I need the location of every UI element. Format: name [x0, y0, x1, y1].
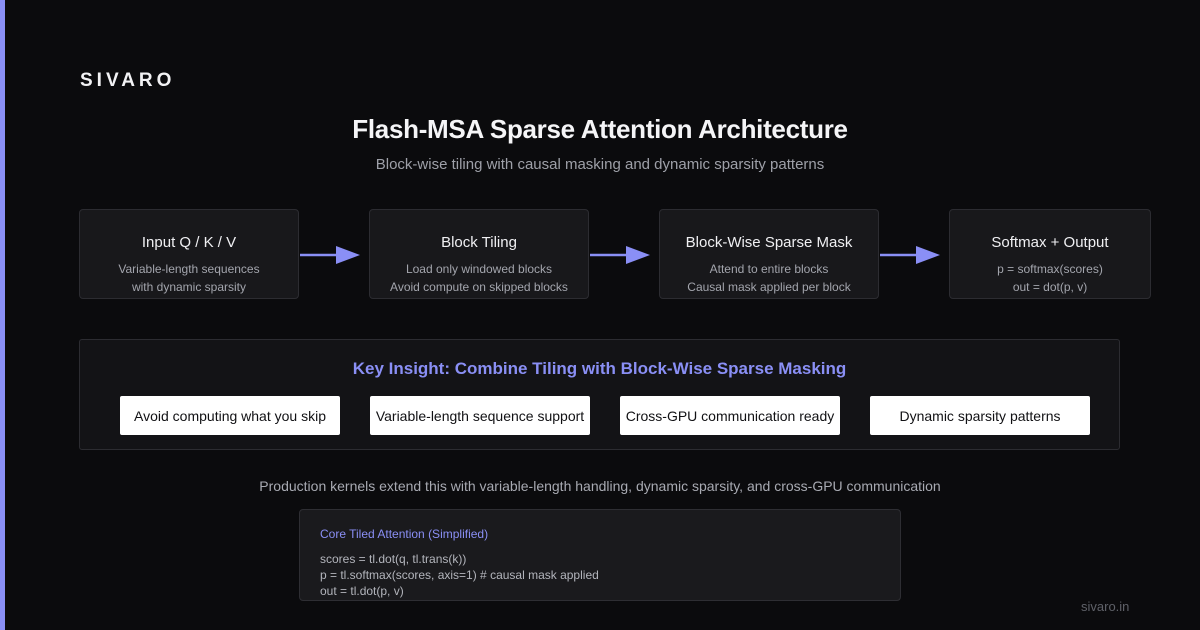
stage-desc-line: Load only windowed blocks: [405, 262, 553, 276]
stage-description: Load only windowed blocks Avoid compute …: [370, 260, 588, 296]
stage-desc-line: Attend to entire blocks: [709, 262, 829, 276]
code-line: p = tl.softmax(scores, axis=1) # causal …: [320, 568, 599, 582]
stage-description: Attend to entire blocks Causal mask appl…: [660, 260, 878, 296]
stage-softmax-output: Softmax + Output p = softmax(scores) out…: [949, 209, 1151, 299]
code-title: Core Tiled Attention (Simplified): [320, 527, 489, 541]
arrow-right-icon: [880, 246, 940, 264]
stage-block-tiling: Block Tiling Load only windowed blocks A…: [369, 209, 589, 299]
insight-pill: Avoid computing what you skip: [120, 396, 340, 435]
stage-desc-line: out = dot(p, v): [1012, 280, 1088, 294]
insight-pill: Dynamic sparsity patterns: [870, 396, 1090, 435]
key-insight-title: Key Insight: Combine Tiling with Block-W…: [352, 359, 847, 378]
brand-logo: SIVARO: [80, 70, 176, 91]
stage-description: Variable-length sequences with dynamic s…: [80, 260, 298, 296]
stage-desc-line: p = softmax(scores): [997, 262, 1103, 276]
stage-desc-line: with dynamic sparsity: [131, 280, 247, 294]
stage-title: Input Q / K / V: [141, 234, 237, 251]
arrow-right-icon: [590, 246, 650, 264]
accent-bar: [0, 0, 5, 630]
code-panel: Core Tiled Attention (Simplified) scores…: [299, 509, 901, 601]
stage-title: Block Tiling: [441, 234, 517, 251]
stage-title: Block-Wise Sparse Mask: [685, 234, 853, 251]
page-title: Flash-MSA Sparse Attention Architecture: [352, 114, 848, 144]
footer-url: sivaro.in: [1081, 599, 1130, 614]
production-note: Production kernels extend this with vari…: [259, 478, 941, 494]
stage-desc-line: Causal mask applied per block: [687, 280, 851, 294]
insight-pill: Variable-length sequence support: [370, 396, 590, 435]
stage-input-qkv: Input Q / K / V Variable-length sequence…: [79, 209, 299, 299]
stage-sparse-mask: Block-Wise Sparse Mask Attend to entire …: [659, 209, 879, 299]
stage-desc-line: Avoid compute on skipped blocks: [390, 280, 568, 294]
key-insight-panel: Key Insight: Combine Tiling with Block-W…: [79, 339, 1120, 450]
code-line: scores = tl.dot(q, tl.trans(k)): [320, 552, 467, 566]
insight-pill: Cross-GPU communication ready: [620, 396, 840, 435]
arrow-right-icon: [300, 246, 360, 264]
code-line: out = tl.dot(p, v): [320, 584, 404, 598]
stage-title: Softmax + Output: [991, 234, 1109, 251]
page-subtitle: Block-wise tiling with causal masking an…: [375, 156, 825, 173]
stage-desc-line: Variable-length sequences: [118, 262, 260, 276]
stage-description: p = softmax(scores) out = dot(p, v): [950, 260, 1150, 296]
